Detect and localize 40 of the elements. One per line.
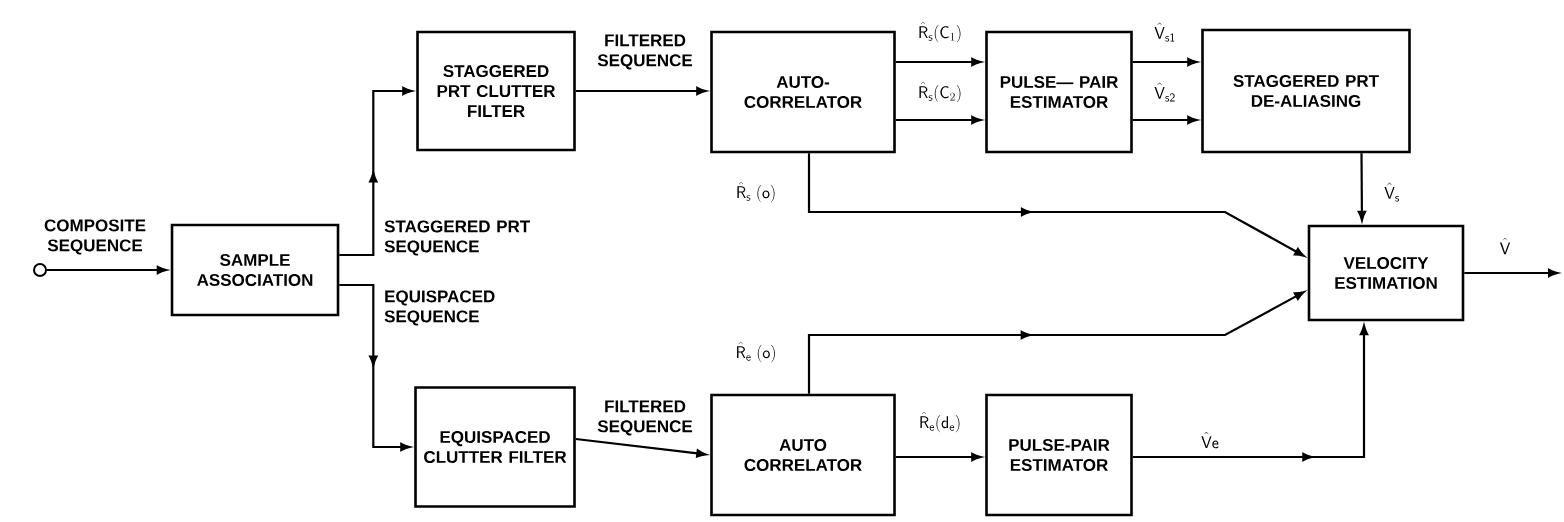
process-box: AUTO- CORRELATOR xyxy=(710,30,896,154)
edge-label: FILTERED SEQUENCE xyxy=(597,34,693,70)
process-box: AUTO CORRELATOR xyxy=(710,393,896,517)
arrow xyxy=(575,437,707,458)
arrow xyxy=(575,86,707,96)
edge-label: $\hat{\mathsf{R}}_{\mathsf{s}}\ (\mathsf{o})$ xyxy=(737,181,775,203)
edge-label: $\hat{\mathsf{V}}$ xyxy=(1499,237,1511,255)
edge-label: FILTERED SEQUENCE xyxy=(597,400,693,436)
process-box: VELOCITY ESTIMATION xyxy=(1307,224,1465,322)
edge-label: $\hat{\mathsf{V}}_{\mathsf{s}}$ xyxy=(1384,182,1399,202)
arrow xyxy=(1132,115,1198,125)
input-terminal xyxy=(33,263,47,277)
arrow xyxy=(895,57,982,67)
arrow xyxy=(895,452,982,462)
arrow xyxy=(1357,153,1367,222)
edge-label: COMPOSITE SEQUENCE xyxy=(44,219,146,255)
arrow xyxy=(807,291,1305,394)
arrow xyxy=(47,265,168,275)
arrow xyxy=(895,115,982,125)
edge-label: $\hat{\mathsf{R}}_{\mathsf{e}}\ (\mathsf{o})$ xyxy=(737,341,775,363)
process-box: SAMPLE ASSOCIATION xyxy=(170,223,340,317)
edge-label: $\hat{\mathsf{R}}_{\mathsf{s}}(\mathsf{C}_{1})$ xyxy=(919,21,961,43)
arrow xyxy=(1132,57,1198,67)
arrow xyxy=(339,283,411,452)
process-box: EQUISPACED CLUTTER FILTER xyxy=(414,386,576,508)
edge-label: $\hat{\mathsf{V}}_{\mathsf{s1}}$ xyxy=(1154,22,1175,42)
edge-label: $\hat{\mathsf{V}}\mathsf{e}$ xyxy=(1201,431,1219,449)
edge-label: STAGGERED PRT SEQUENCE xyxy=(384,220,530,256)
edge-label: $\hat{\mathsf{V}}_{\mathsf{s2}}$ xyxy=(1154,82,1175,102)
arrow xyxy=(339,86,413,257)
process-box: STAGGERED PRT CLUTTER FILTER xyxy=(416,30,576,152)
edge-label: $\hat{\mathsf{R}}_{\mathsf{s}}(\mathsf{C}_{2})$ xyxy=(919,81,961,103)
process-box: PULSE— PAIR ESTIMATOR xyxy=(985,30,1133,154)
arrow xyxy=(1464,268,1559,278)
arrow xyxy=(807,153,1305,257)
arrow xyxy=(1132,324,1369,462)
edge-label: $\hat{\mathsf{R}}_{\mathsf{e}}(\mathsf{d}_{\mathsf{e}})$ xyxy=(920,411,960,433)
edge-label: EQUISPACED SEQUENCE xyxy=(384,290,495,326)
process-box: PULSE-PAIR ESTIMATOR xyxy=(985,393,1133,517)
process-box: STAGGERED PRT DE-ALIASING xyxy=(1201,28,1411,154)
